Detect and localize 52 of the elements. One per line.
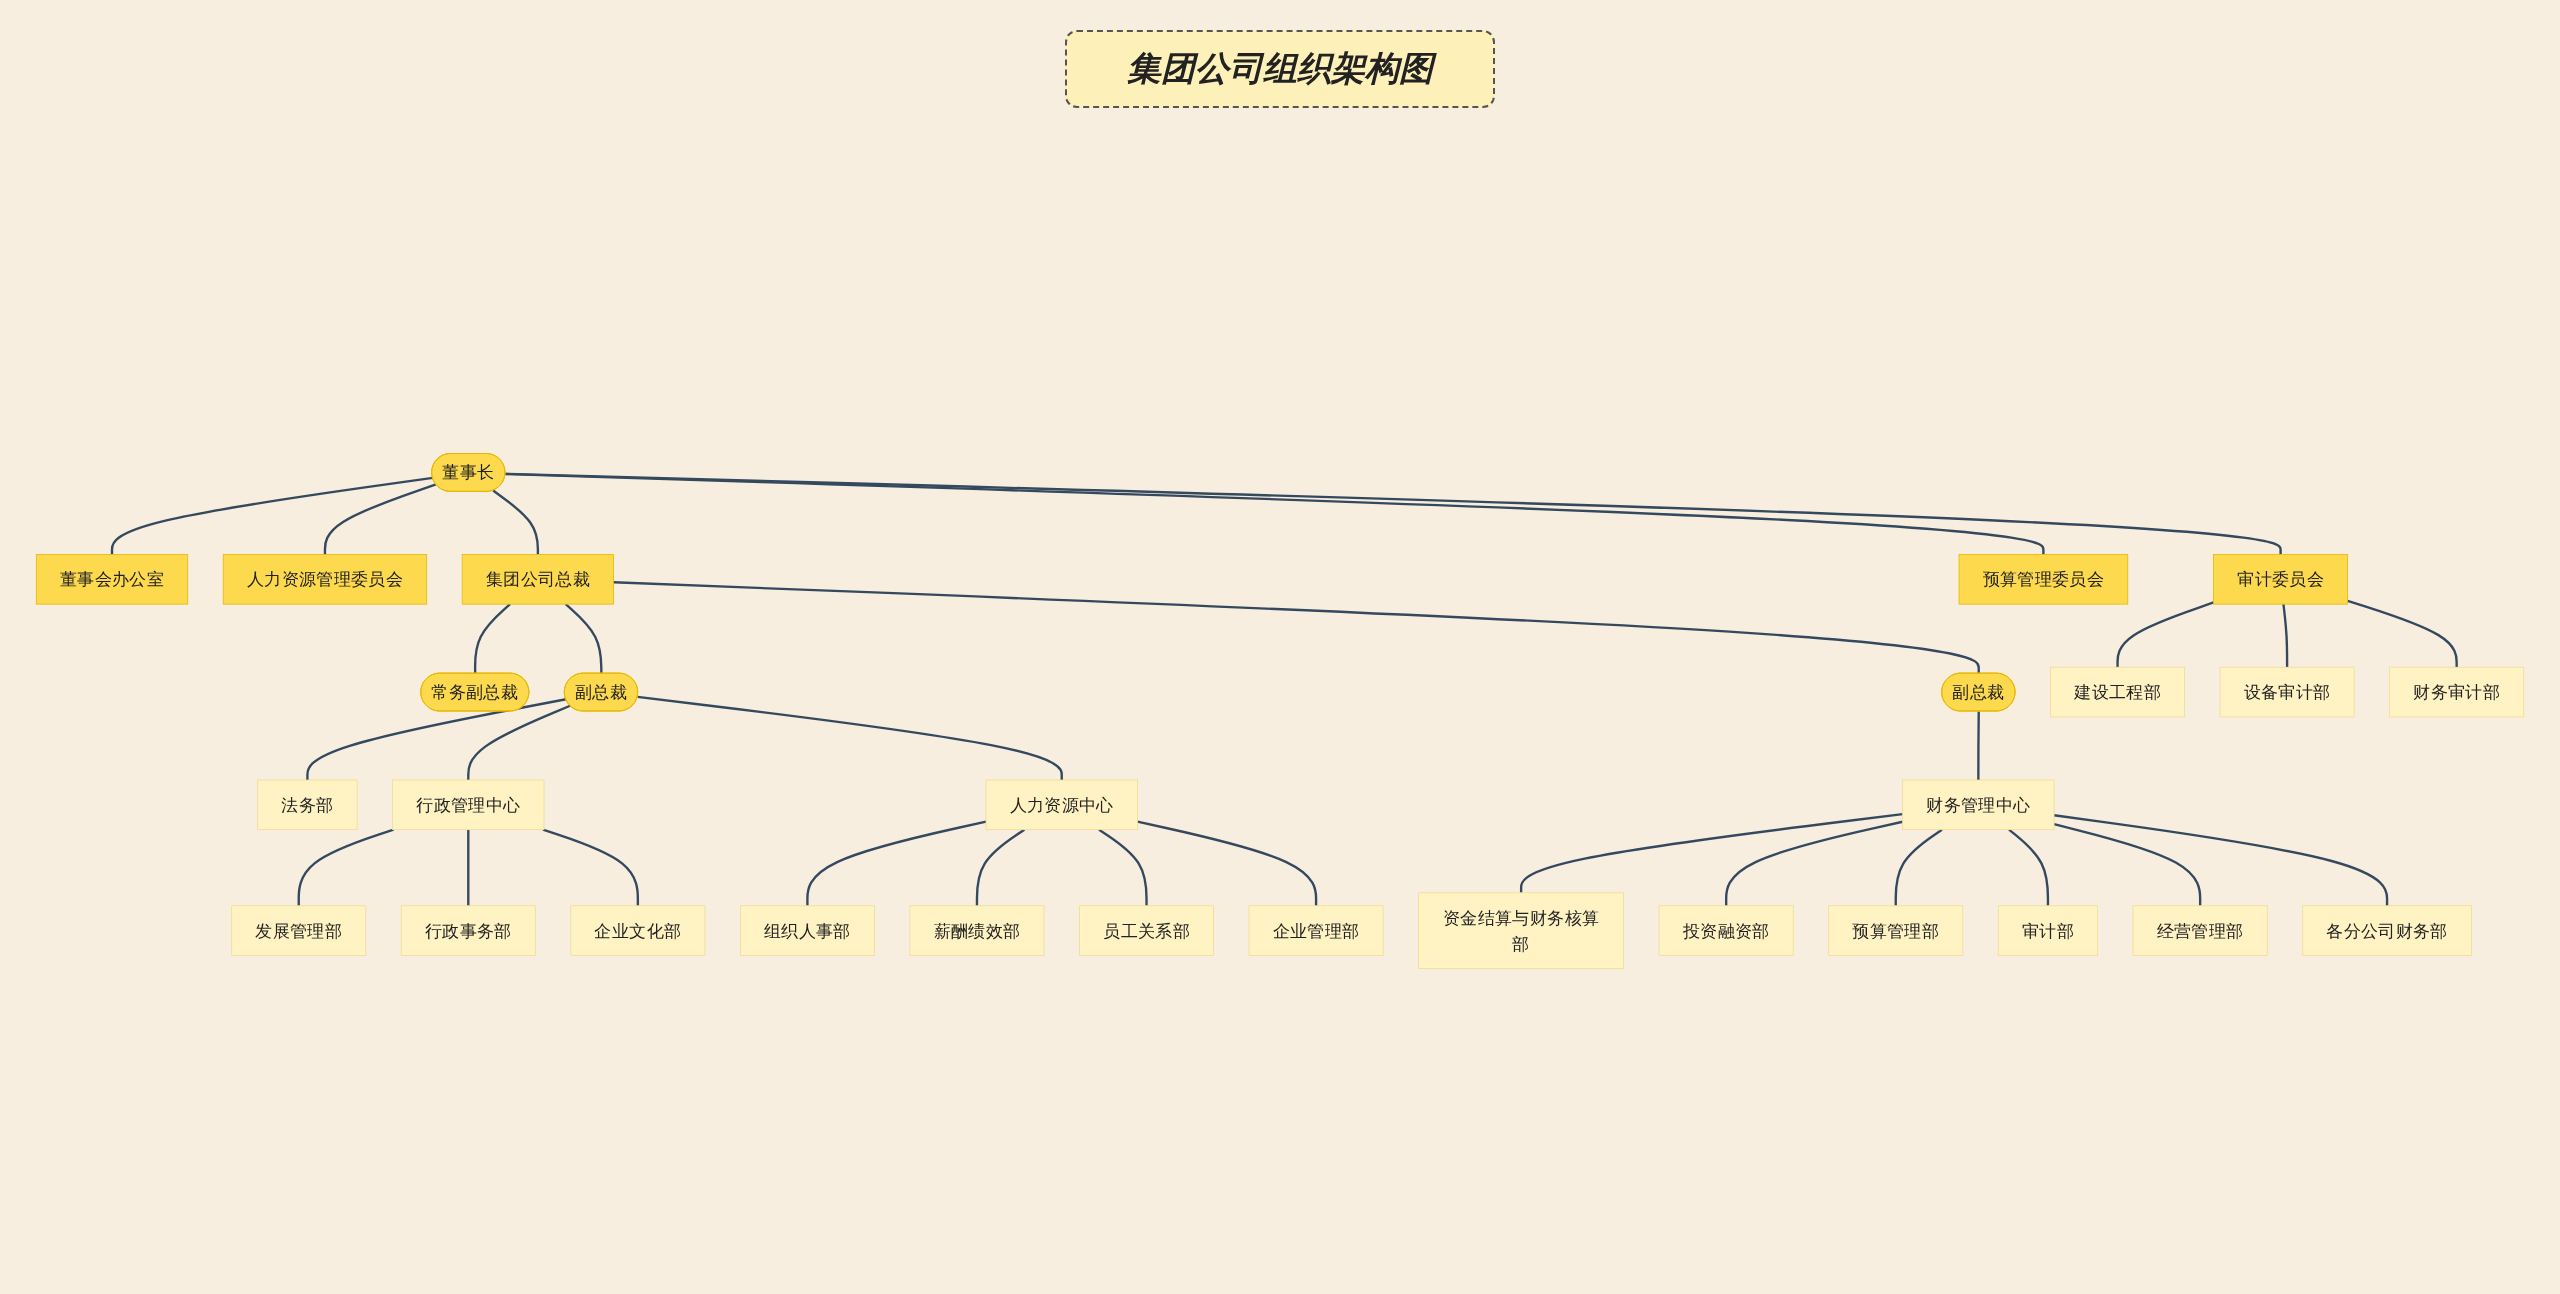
diagram-title: 集团公司组织架构图 [1065, 30, 1495, 108]
connector [110, 476, 433, 555]
node-box: 各分公司财务部 [2302, 905, 2472, 956]
connector [806, 820, 987, 906]
connector [323, 483, 437, 555]
connector [467, 704, 571, 780]
connector [2053, 822, 2202, 906]
node-box: 人力资源中心 [985, 779, 1138, 831]
connector [1977, 711, 1980, 780]
node-box: 董事会办公室 [35, 554, 189, 605]
node-box: 审计部 [1997, 905, 2099, 956]
node-box: 资金结算与财务核算部 [1418, 892, 1625, 969]
connector [2282, 604, 2289, 668]
connector [637, 695, 1063, 780]
connector [2053, 814, 2389, 906]
node-box: 行政管理中心 [392, 779, 545, 831]
node-box: 预算管理部 [1828, 905, 1964, 956]
node-box: 人力资源管理委员会 [222, 554, 428, 605]
connector [1137, 820, 1318, 906]
node-box: 预算管理委员会 [1958, 554, 2129, 605]
node-box: 发展管理部 [231, 905, 367, 956]
node-box: 财务管理中心 [1902, 779, 2055, 831]
node-box: 企业文化部 [570, 905, 706, 956]
node-box: 审计委员会 [2213, 554, 2348, 605]
node-box: 经营管理部 [2132, 905, 2268, 956]
connector [564, 603, 603, 674]
connector [2116, 601, 2214, 668]
connector [2008, 828, 2050, 906]
node-box: 集团公司总裁 [461, 554, 614, 605]
node-box: 投资融资部 [1658, 905, 1794, 956]
connector [1894, 828, 1943, 906]
connector [542, 828, 640, 906]
node-box: 组织人事部 [740, 905, 875, 956]
connector [1725, 820, 1903, 906]
node-box: 员工关系部 [1079, 905, 1214, 956]
connector [1098, 828, 1148, 906]
connector [297, 828, 394, 906]
connector [467, 829, 470, 906]
node-box: 建设工程部 [2050, 666, 2185, 718]
connector [492, 489, 540, 555]
node-box: 薪酬绩效部 [909, 905, 1045, 956]
node-box: 财务审计部 [2389, 666, 2525, 718]
node-box: 设备审计部 [2219, 666, 2355, 718]
connector [2347, 599, 2458, 668]
connector [613, 581, 1980, 674]
node-box: 法务部 [257, 779, 358, 831]
connector [975, 828, 1026, 906]
node-box: 企业管理部 [1248, 905, 1384, 956]
connector [306, 698, 567, 780]
node-box: 行政事务部 [400, 905, 536, 956]
connector [1519, 813, 1903, 893]
connector [473, 603, 511, 674]
